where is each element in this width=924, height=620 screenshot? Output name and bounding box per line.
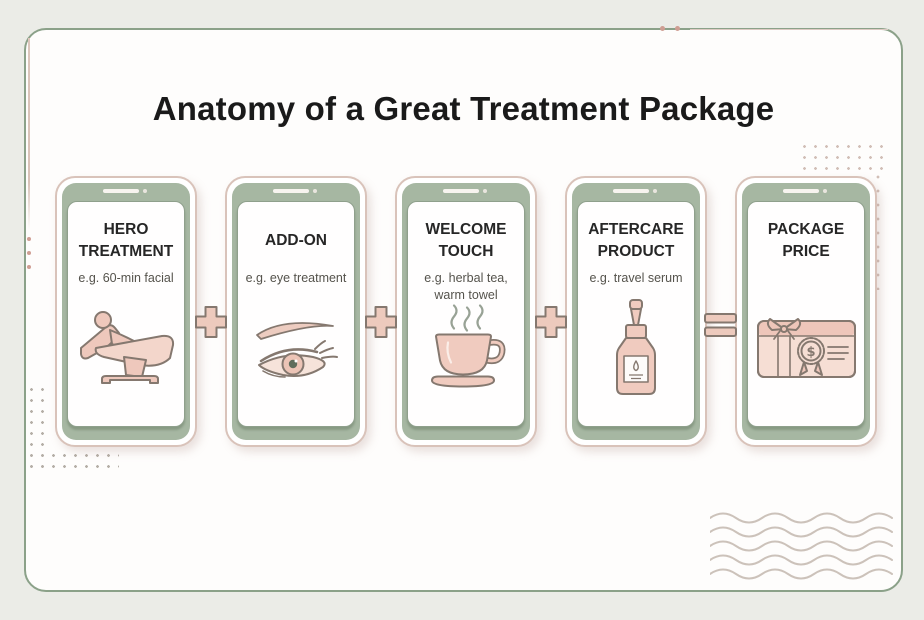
phone-camera-icon	[653, 189, 657, 193]
phone-screen: AFTERCARE PRODUCT e.g. travel serum	[577, 201, 695, 427]
phone-frame: AFTERCARE PRODUCT e.g. travel serum	[572, 183, 700, 440]
card-subtitle: e.g. 60-min facial	[78, 271, 174, 285]
equals-icon	[702, 310, 739, 345]
card-subtitle: e.g. travel serum	[589, 271, 683, 285]
phone-speaker-icon	[443, 189, 479, 193]
phone-screen: PACKAGE PRICE	[747, 201, 865, 427]
phone-screen: WELCOME TOUCH e.g. herbal tea, warm towe…	[407, 201, 525, 427]
phone-card-hero-treatment: HERO TREATMENT e.g. 60-min facial	[55, 176, 197, 447]
card-subtitle: e.g. herbal tea, warm towel	[424, 271, 508, 302]
phone-camera-icon	[143, 189, 147, 193]
phone-camera-icon	[823, 189, 827, 193]
phone-speaker-icon	[783, 189, 819, 193]
phone-camera-icon	[483, 189, 487, 193]
phone-card-add-on: ADD-ON e.g. eye treatment	[225, 176, 367, 447]
phone-speaker-icon	[613, 189, 649, 193]
phone-frame: HERO TREATMENT e.g. 60-min facial	[62, 183, 190, 440]
card-title: AFTERCARE PRODUCT	[588, 221, 684, 260]
card-subtitle: e.g. eye treatment	[245, 271, 347, 285]
phone-camera-icon	[313, 189, 317, 193]
phone-frame: ADD-ON e.g. eye treatment	[232, 183, 360, 440]
plus-icon	[363, 304, 399, 345]
tea-cup-icon	[408, 294, 524, 402]
plus-icon	[193, 304, 229, 345]
phone-card-welcome-touch: WELCOME TOUCH e.g. herbal tea, warm towe…	[395, 176, 537, 447]
gift-certificate-icon: $	[748, 294, 864, 402]
phone-frame: WELCOME TOUCH e.g. herbal tea, warm towe…	[402, 183, 530, 440]
phone-speaker-icon	[273, 189, 309, 193]
svg-text:$: $	[806, 345, 815, 360]
phone-screen: HERO TREATMENT e.g. 60-min facial	[67, 201, 185, 427]
phone-card-package-price: PACKAGE PRICE	[735, 176, 877, 447]
phone-screen: ADD-ON e.g. eye treatment	[237, 201, 355, 427]
phone-card-aftercare-product: AFTERCARE PRODUCT e.g. travel serum	[565, 176, 707, 447]
page-title: Anatomy of a Great Treatment Package	[152, 90, 775, 127]
card-title: PACKAGE PRICE	[767, 221, 845, 260]
serum-bottle-icon	[578, 294, 694, 402]
plus-icon	[533, 304, 569, 345]
card-title: WELCOME TOUCH	[425, 221, 507, 260]
treatment-chair-icon	[68, 294, 184, 402]
phone-speaker-icon	[103, 189, 139, 193]
card-title: HERO TREATMENT	[78, 221, 174, 260]
eye-icon	[238, 294, 354, 402]
phone-frame: PACKAGE PRICE	[742, 183, 870, 440]
card-title: ADD-ON	[265, 232, 327, 250]
